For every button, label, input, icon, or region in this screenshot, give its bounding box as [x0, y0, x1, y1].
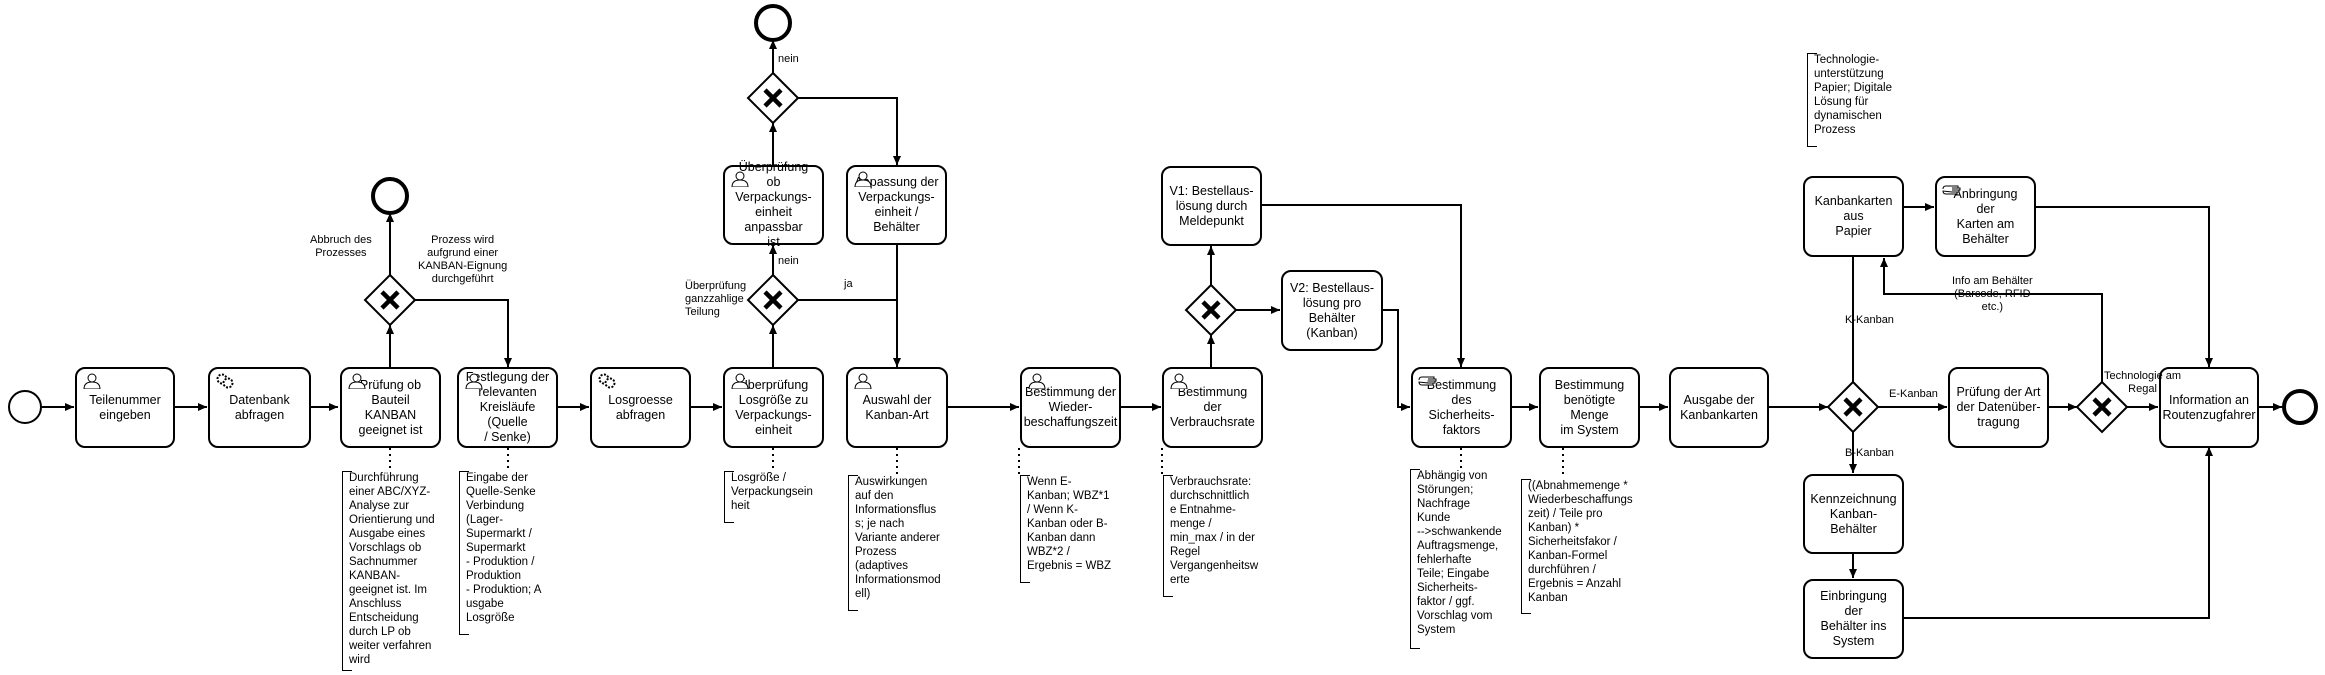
user-task-icon: [854, 171, 872, 187]
service-task-icon: [598, 373, 616, 389]
annotation-quelle-senke: Eingabe der Quelle-Senke Verbindung (Lag…: [458, 471, 541, 635]
task-bestimmung-sicherheitsfaktor[interactable]: Bestimmung des Sicherheits-faktors: [1411, 367, 1512, 448]
label-b-kanban: B-Kanban: [1845, 447, 1894, 459]
label-ueberpruefung-teilung: Überprüfung ganzzahlige Teilung: [685, 280, 747, 318]
user-task-icon: [348, 373, 366, 389]
task-bestimmung-wiederbeschaffungszeit[interactable]: Bestimmung der Wieder- beschaffungszeit: [1020, 367, 1121, 448]
annotation-verbrauchsrate: Verbrauchsrate: durchschnittlich e Entna…: [1162, 475, 1258, 597]
user-task-icon: [731, 171, 749, 187]
associations: [389, 448, 1564, 478]
task-kanbankarten-aus-papier[interactable]: Kanbankarten aus Papier: [1803, 176, 1904, 257]
label-abbruch: Abbruch des Prozesses: [310, 234, 372, 259]
annotation-losgroesse: Losgröße / Verpackungsein heit: [723, 471, 813, 523]
gateway-verpackung-top[interactable]: [746, 71, 800, 125]
annotation-wbz: Wenn E- Kanban; WBZ*1 / Wenn K- Kanban o…: [1019, 475, 1111, 583]
annotation-kanban-formel: ((Abnahmemenge * Wiederbeschaffungs zeit…: [1520, 479, 1633, 614]
label-nein-top: nein: [778, 53, 799, 65]
task-festlegung-kreislaeufe[interactable]: Festlegung der relevanten Kreisläufe (Qu…: [457, 367, 558, 448]
task-v1-bestellausloesung-meldepunkt[interactable]: V1: Bestellaus- lösung durch Meldepunkt: [1161, 166, 1262, 246]
task-anbringung-karten[interactable]: Anbringung der Karten am Behälter: [1935, 176, 2036, 257]
label-e-kanban: E-Kanban: [1889, 388, 1938, 400]
annotation-technologie: Technologie- unterstützung Papier; Digit…: [1806, 53, 1892, 147]
annotation-abc-xyz-analyse: Durchführung einer ABC/XYZ- Analyse zur …: [341, 471, 435, 671]
gateway-kanban-typ[interactable]: [1826, 380, 1880, 434]
service-task-icon: [216, 373, 234, 389]
task-pruefung-kanban-eignung[interactable]: Prüfung ob Bauteil KANBAN geeignet ist: [340, 367, 441, 448]
annotation-informationsfluss: Auswirkungen auf den Informationsflus s;…: [847, 475, 941, 611]
task-ueberpruefung-verpackung-anpassbar[interactable]: Überprüfung ob Verpackungs- einheit anpa…: [723, 160, 824, 249]
sequence-flows: [41, 40, 2282, 619]
task-losgroesse-abfragen[interactable]: Losgroesse abfragen: [590, 367, 691, 448]
task-information-routenzugfahrer[interactable]: Information an Routenzugfahrer: [2159, 367, 2259, 448]
manual-task-icon: [1418, 376, 1437, 386]
label-ja: ja: [844, 278, 853, 290]
end-event-abbruch[interactable]: [371, 177, 409, 215]
label-prozess-wird: Prozess wird aufgrund einer KANBAN-Eignu…: [418, 234, 508, 285]
user-task-icon: [1170, 373, 1188, 389]
gateway-information[interactable]: [2075, 380, 2129, 434]
gateway-kanban-eignung[interactable]: [363, 273, 417, 327]
task-kennzeichnung-kanban-behaelter[interactable]: Kennzeichnung Kanban-Behälter: [1803, 474, 1904, 554]
task-ueberpruefung-losgroesse[interactable]: Überprüfung Losgröße zu Verpackungs- ein…: [723, 367, 824, 448]
end-event-top[interactable]: [754, 4, 792, 42]
user-task-icon: [731, 373, 749, 389]
user-task-icon: [854, 373, 872, 389]
task-einbringung-behaelter[interactable]: Einbringung der Behälter ins System: [1803, 579, 1904, 659]
label-info-behaelter: Info am Behälter (Barcode, RFID etc.): [1952, 275, 2033, 313]
gateway-bestellausloesung[interactable]: [1184, 283, 1238, 337]
user-task-icon: [1028, 373, 1046, 389]
user-task-icon: [83, 373, 101, 389]
manual-task-icon: [1942, 185, 1961, 195]
task-teilenummer-eingeben[interactable]: Teilenummer eingeben: [75, 367, 175, 448]
start-event[interactable]: [8, 390, 42, 424]
gateway-teilung[interactable]: [746, 273, 800, 327]
task-anpassung-verpackung[interactable]: Anpassung der Verpackungs- einheit / Beh…: [846, 165, 947, 245]
label-k-kanban: K-Kanban: [1845, 314, 1894, 326]
label-technologie-regal: Technologie am Regal: [2104, 370, 2182, 395]
end-event-final[interactable]: [2282, 389, 2318, 425]
task-bestimmung-verbrauchsrate[interactable]: Bestimmung der Verbrauchsrate: [1162, 367, 1263, 448]
task-ausgabe-kanbankarten[interactable]: Ausgabe der Kanbankarten: [1669, 367, 1769, 448]
task-pruefung-datenuebertragung[interactable]: Prüfung der Art der Datenüber- tragung: [1948, 367, 2049, 448]
task-auswahl-kanban-art[interactable]: Auswahl der Kanban-Art: [846, 367, 948, 448]
task-datenbank-abfragen[interactable]: Datenbank abfragen: [208, 367, 311, 448]
annotation-sicherheitsfaktor: Abhängig von Störungen; Nachfrage Kunde …: [1409, 469, 1502, 649]
user-task-icon: [465, 373, 483, 389]
task-v2-bestellausloesung-behaelter[interactable]: V2: Bestellaus- lösung pro Behälter (Kan…: [1281, 270, 1383, 351]
label-nein-mid: nein: [778, 255, 799, 267]
task-bestimmung-benoetigte-menge[interactable]: Bestimmung benötigte Menge im System: [1539, 367, 1640, 448]
